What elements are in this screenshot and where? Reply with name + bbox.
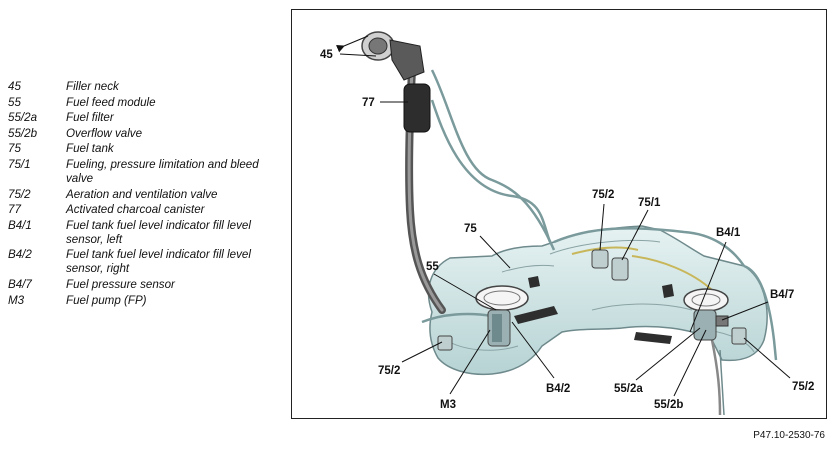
legend-row: 55 Fuel feed module: [8, 96, 263, 110]
legend-description: Fueling, pressure limitation and bleed v…: [66, 157, 259, 185]
legend-description: Fuel feed module: [66, 95, 156, 109]
callout-75-1: 75/1: [638, 197, 661, 209]
fuel-system-illustration: 45 77 75 55 75/2 75/1 75/2 M3 B4/2 B4/1 …: [291, 9, 827, 419]
legend-row: 77 Activated charcoal canister: [8, 203, 263, 217]
legend-row: 75/2 Aeration and ventilation valve: [8, 188, 263, 202]
legend-code: 55: [8, 95, 21, 109]
charcoal-canister: [403, 83, 431, 133]
legend-description: Fuel tank fuel level indicator fill leve…: [66, 218, 251, 246]
legend-code: 75/2: [8, 187, 31, 201]
ventilation-valve-left: [437, 335, 453, 351]
legend-description: Fuel tank fuel level indicator fill leve…: [66, 248, 251, 276]
legend-code: 75/1: [8, 157, 31, 171]
legend-row: 75 Fuel tank: [8, 142, 263, 156]
legend-code: 77: [8, 203, 21, 217]
callout-77: 77: [362, 97, 375, 109]
callout-55-2a: 55/2a: [614, 383, 643, 395]
callout-55-2b: 55/2b: [654, 399, 683, 411]
legend-code: B4/2: [8, 248, 32, 262]
legend-row: 55/2a Fuel filter: [8, 111, 263, 125]
legend-description: Fuel pump (FP): [66, 293, 147, 307]
legend-code: 55/2a: [8, 111, 38, 125]
ventilation-valve-top: [591, 249, 609, 269]
vent-lines: [421, 69, 778, 361]
callout-55: 55: [426, 261, 439, 273]
legend-row: B4/7 Fuel pressure sensor: [8, 278, 263, 292]
legend-description: Fuel pressure sensor: [66, 277, 175, 291]
leader-lines: [339, 53, 791, 397]
callout-45: 45: [320, 49, 333, 61]
legend-code: B4/7: [8, 277, 32, 291]
legend-row: B4/1 Fuel tank fuel level indicator fill …: [8, 219, 263, 247]
legend-row: 75/1 Fueling, pressure limitation and ble…: [8, 158, 263, 186]
ventilation-valve-right: [731, 327, 747, 345]
callout-b4-2: B4/2: [546, 383, 570, 395]
legend-code: 55/2b: [8, 126, 38, 140]
callout-75: 75: [464, 223, 477, 235]
level-sensor-module: [683, 288, 729, 341]
legend-code: M3: [8, 293, 25, 307]
legend-row: 55/2b Overflow valve: [8, 127, 263, 141]
callout-m3: M3: [440, 399, 456, 411]
filler-neck: [336, 31, 425, 81]
legend-row: 45 Filler neck: [8, 80, 263, 94]
legend-description: Aeration and ventilation valve: [66, 187, 218, 201]
fuel-tank-shape: [427, 225, 768, 376]
legend-description: Overflow valve: [66, 126, 143, 140]
bleed-valve: [611, 257, 629, 281]
legend-row: B4/2 Fuel tank fuel level indicator fill …: [8, 248, 263, 276]
callout-b4-1: B4/1: [716, 227, 741, 239]
callout-75-2-left: 75/2: [378, 365, 400, 377]
legend-code: 45: [8, 80, 21, 93]
legend-description: Fuel tank: [66, 142, 114, 156]
callout-b4-7: B4/7: [770, 289, 794, 301]
legend-row: M3 Fuel pump (FP): [8, 294, 263, 308]
fuel-system-drawing: 45 77 75 55 75/2 75/1 75/2 M3 B4/2 B4/1 …: [320, 31, 814, 416]
callout-75-2-top: 75/2: [592, 189, 614, 201]
figure-reference-id: P47.10-2530-76: [753, 430, 825, 441]
legend-description: Activated charcoal canister: [66, 203, 205, 217]
legend-description: Fuel filter: [66, 111, 114, 125]
legend-code: 75: [8, 142, 21, 156]
fuel-feed-module: [475, 285, 529, 347]
callout-75-2-right: 75/2: [792, 381, 814, 393]
legend-code: B4/1: [8, 218, 32, 232]
legend-description: Filler neck: [66, 80, 119, 93]
